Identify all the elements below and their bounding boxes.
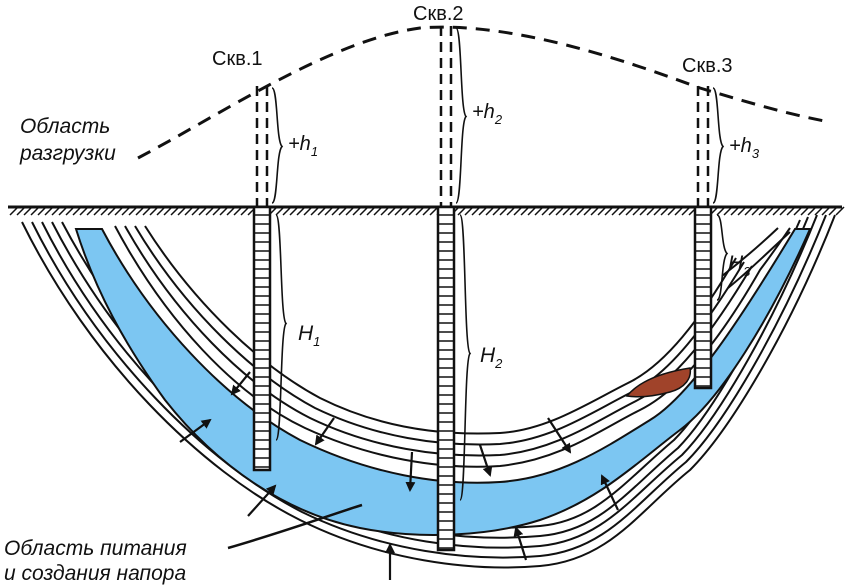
well-1-label: Скв.1 [212,48,263,70]
recharge-label-line1: Область питания [4,537,187,560]
well-3-h-label: +h3 [729,135,760,161]
recharge-pointer [227,503,363,550]
well-2-label: Скв.2 [413,3,464,25]
flow-arrows [179,371,619,580]
piezometric-surface [137,25,831,160]
recharge-label-line2: и создания напора [4,562,186,585]
ground-surface [8,205,845,216]
well-1-H-label: H1 [298,322,320,349]
well-1-h-label: +h1 [288,133,318,159]
well-3-label: Скв.3 [682,55,733,77]
discharge-label-line2: разгрузки [19,142,116,165]
well-2-h-label: +h2 [472,101,503,127]
clay-lens [625,367,692,398]
discharge-label-line1: Область [20,115,110,138]
well-2-H-label: H2 [480,344,503,371]
